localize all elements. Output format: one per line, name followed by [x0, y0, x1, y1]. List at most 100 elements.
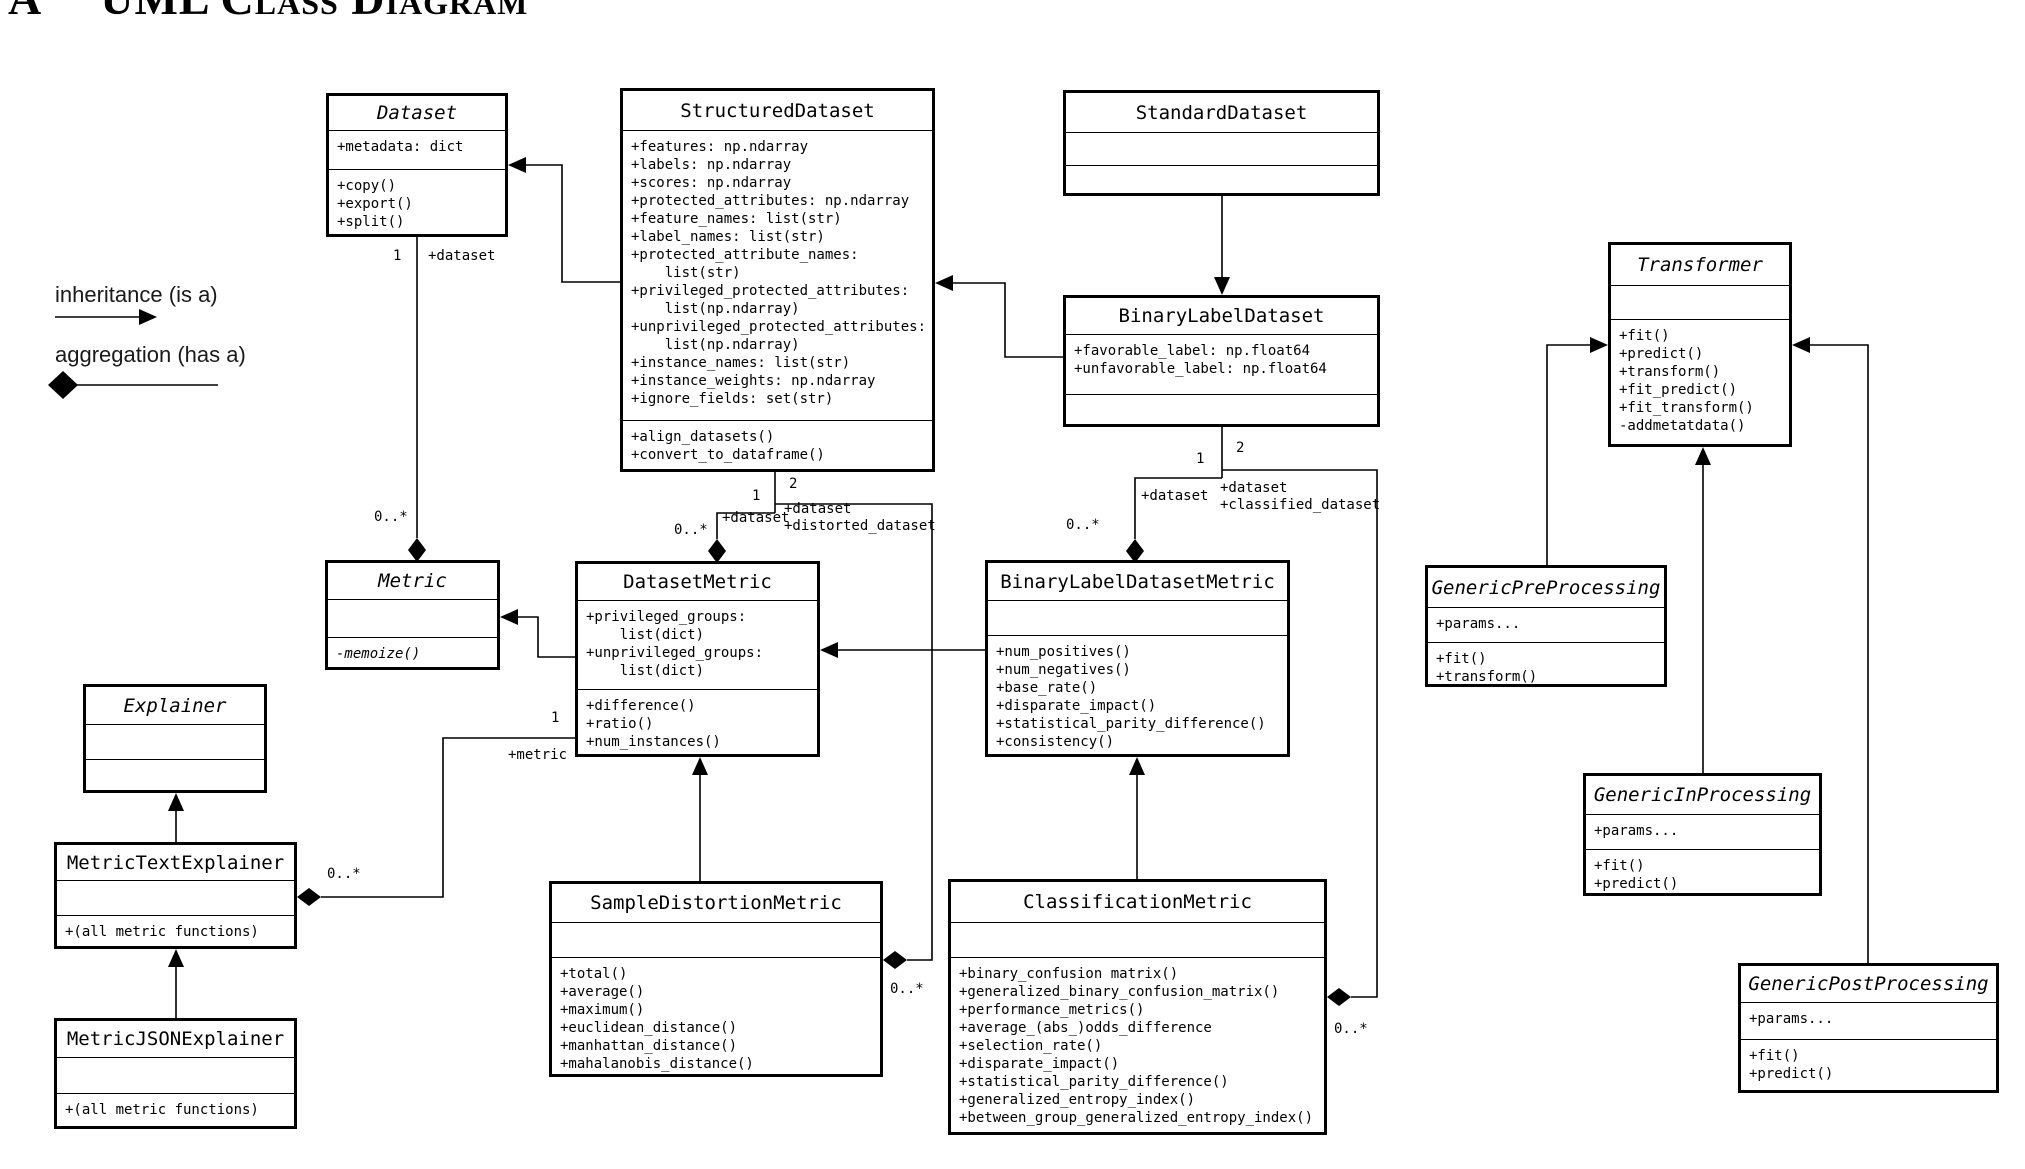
class-methods: +fit()+predict()+transform()+fit_predict…: [1619, 328, 1754, 434]
class-title: GenericPreProcessing: [1428, 568, 1664, 608]
class-methods: +num_positives()+num_negatives()+base_ra…: [996, 644, 1266, 750]
class-methods: +fit()+transform(): [1436, 651, 1538, 684]
edge-sampledistortionmetric-datasetmetric: [692, 757, 708, 881]
class-generic-post-processing: GenericPostProcessing +params... +fit()+…: [1738, 963, 1999, 1093]
class-binary-label-dataset-metric: BinaryLabelDatasetMetric +num_positives(…: [985, 560, 1290, 757]
edge-label-multiplicity: 0..*: [674, 522, 708, 538]
legend-inheritance-arrow: [55, 309, 157, 325]
class-attributes: +privileged_groups: list(dict)+unprivile…: [578, 601, 817, 690]
class-attributes: [57, 881, 294, 916]
class-metric-text-explainer: MetricTextExplainer +(all metric functio…: [54, 842, 297, 949]
edge-label-role: +distorted_dataset: [784, 518, 936, 534]
class-attributes: [57, 1058, 294, 1094]
edge-label-role: +dataset: [784, 501, 852, 517]
edge-metrictextexplainer-datasetmetric-aggregation: [297, 737, 575, 906]
class-methods: +binary_confusion matrix()+generalized_b…: [959, 966, 1314, 1126]
class-generic-pre-processing: GenericPreProcessing +params... +fit()+t…: [1425, 565, 1667, 687]
edge-genericpreprocessing-transformer: [1546, 337, 1608, 565]
class-attributes: [1611, 286, 1789, 320]
class-title: Metric: [328, 563, 497, 600]
class-title: GenericInProcessing: [1586, 776, 1819, 815]
edge-structureddataset-datasetmetric-aggregation: [708, 472, 776, 563]
edge-label-multiplicity: 0..*: [374, 509, 408, 525]
class-title: GenericPostProcessing: [1741, 966, 1996, 1003]
class-attributes: [988, 601, 1287, 636]
class-methods: +(all metric functions): [65, 924, 259, 940]
edge-classificationmetric-binarylabeldatasetmetric: [1129, 757, 1145, 879]
class-attributes: +features: np.ndarray+labels: np.ndarray…: [623, 131, 932, 421]
class-attributes: +params...: [1428, 608, 1664, 643]
edge-label-multiplicity: 1: [551, 710, 560, 726]
edge-metrictextexplainer-explainer: [168, 793, 184, 842]
edge-label-role: +dataset: [1220, 480, 1288, 496]
class-methods: +difference()+ratio()+num_instances(): [586, 698, 721, 750]
section-letter: A: [8, 0, 42, 24]
class-binary-label-dataset: BinaryLabelDataset +favorable_label: np.…: [1063, 295, 1380, 427]
edge-label-multiplicity: 2: [789, 476, 798, 492]
class-methods: +(all metric functions): [65, 1102, 259, 1118]
legend-aggregation-label: aggregation (has a): [55, 342, 246, 367]
edge-label-role: +metric: [508, 747, 568, 763]
edge-label-multiplicity: 2: [1236, 440, 1245, 456]
edge-binarylabeldataset-binarylabeldatasetmetric-aggregation: [1126, 427, 1223, 563]
class-methods: [86, 760, 264, 790]
class-explainer: Explainer: [83, 684, 267, 793]
class-attributes: +params...: [1741, 1003, 1996, 1040]
edge-datasetmetric-metric: [500, 609, 575, 658]
class-title: BinaryLabelDataset: [1066, 298, 1377, 335]
edge-label-multiplicity: 1: [1196, 451, 1205, 467]
section-title: UML Class Diagram: [100, 0, 528, 24]
edge-label-multiplicity: 0..*: [327, 866, 361, 882]
edge-label-multiplicity: 0..*: [1066, 517, 1100, 533]
class-title: Transformer: [1611, 245, 1789, 286]
class-title: Explainer: [86, 687, 264, 725]
class-attributes: +metadata: dict: [329, 131, 505, 170]
class-methods: +fit()+predict(): [1749, 1048, 1834, 1082]
class-title: MetricTextExplainer: [57, 845, 294, 881]
edge-structureddataset-sampledistortionmetric-aggregation: [775, 503, 933, 969]
edge-dataset-metric-aggregation: [408, 237, 426, 562]
edge-genericinprocessing-transformer: [1695, 447, 1711, 773]
class-title: StandardDataset: [1066, 93, 1377, 133]
class-methods: +total()+average()+maximum()+euclidean_d…: [560, 966, 754, 1072]
class-methods: -memoize(): [336, 646, 421, 662]
class-sample-distortion-metric: SampleDistortionMetric +total()+average(…: [549, 881, 883, 1077]
class-title: Dataset: [329, 96, 505, 131]
edge-label-multiplicity: 1: [752, 488, 761, 504]
edge-label-multiplicity: 0..*: [1334, 1021, 1368, 1037]
class-methods: +align_datasets()+convert_to_dataframe(): [631, 429, 825, 463]
class-title: MetricJSONExplainer: [57, 1021, 294, 1058]
class-structured-dataset: StructuredDataset +features: np.ndarray+…: [620, 88, 935, 472]
class-methods: [1066, 395, 1377, 424]
class-attributes: +params...: [1586, 815, 1819, 850]
class-attributes: [1066, 133, 1377, 166]
class-title: StructuredDataset: [623, 91, 932, 131]
edge-binarylabeldataset-structureddataset: [935, 275, 1063, 358]
edge-genericpostprocessing-transformer: [1792, 337, 1869, 963]
edge-label-role: +dataset: [1141, 488, 1209, 504]
class-methods: +fit()+predict(): [1594, 858, 1679, 892]
class-title: DatasetMetric: [578, 564, 817, 601]
class-attributes: [951, 923, 1324, 958]
edge-standarddataset-binarylabeldataset: [1214, 196, 1230, 295]
edge-label-multiplicity: 0..*: [890, 981, 924, 997]
class-dataset-metric: DatasetMetric +privileged_groups: list(d…: [575, 561, 820, 757]
edge-metricjsonexplainer-metrictextexplainer: [168, 949, 184, 1018]
class-attributes: [552, 923, 880, 958]
edge-binarylabeldataset-classificationmetric-aggregation: [1222, 469, 1378, 1006]
class-dataset: Dataset +metadata: dict +copy()+export()…: [326, 93, 508, 237]
class-metric: Metric -memoize(): [325, 560, 500, 670]
class-methods: [1066, 166, 1377, 193]
legend-inheritance-label: inheritance (is a): [55, 282, 218, 307]
class-standard-dataset: StandardDataset: [1063, 90, 1380, 196]
class-title: SampleDistortionMetric: [552, 884, 880, 923]
class-transformer: Transformer +fit()+predict()+transform()…: [1608, 242, 1792, 447]
class-title: BinaryLabelDatasetMetric: [988, 563, 1287, 601]
edge-label-multiplicity: 1: [393, 248, 402, 264]
class-generic-in-processing: GenericInProcessing +params... +fit()+pr…: [1583, 773, 1822, 896]
class-classification-metric: ClassificationMetric +binary_confusion m…: [948, 879, 1327, 1135]
edge-structureddataset-dataset: [508, 157, 620, 283]
legend-aggregation-diamond: [48, 371, 218, 399]
